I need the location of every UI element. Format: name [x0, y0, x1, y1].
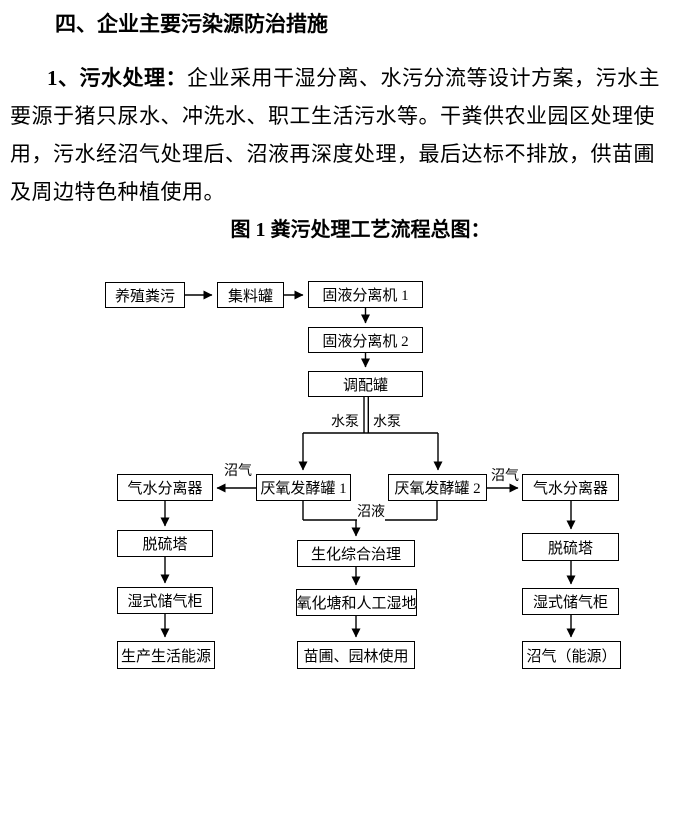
node-collection-tank: 集料罐 — [217, 282, 284, 308]
edge-label-slurry: 沼液 — [357, 501, 385, 521]
node-wet-gas-holder-right: 湿式储气柜 — [522, 588, 619, 615]
node-breeding-waste: 养殖粪污 — [105, 282, 185, 308]
node-nursery-garden-use: 苗圃、园林使用 — [297, 641, 415, 669]
edge-label-biogas-left: 沼气 — [224, 464, 252, 479]
node-biochemical-treatment: 生化综合治理 — [297, 540, 415, 567]
paragraph-line-3: 用，污水经沼气处理后、沼液再深度处理，最后达标不排放，供苗圃 — [10, 142, 655, 166]
node-blending-tank: 调配罐 — [308, 371, 423, 397]
figure-caption: 图 1 粪污处理工艺流程总图： — [230, 219, 491, 241]
paragraph-line-1: 1、污水处理：企业采用干湿分离、水污分流等设计方案，污水主 — [47, 62, 660, 92]
node-desulfurization-tower-left: 脱硫塔 — [117, 530, 213, 557]
node-biogas-energy: 沼气（能源） — [522, 641, 621, 669]
edge-label-biogas-right: 沼气 — [491, 469, 519, 484]
edge-label-pump-right: 水泵 — [373, 415, 401, 430]
node-solid-liquid-separator-1: 固液分离机 1 — [308, 281, 423, 308]
node-oxidation-pond-wetland: 氧化塘和人工湿地 — [296, 589, 417, 616]
node-wet-gas-holder-left: 湿式储气柜 — [117, 587, 213, 614]
node-solid-liquid-separator-2: 固液分离机 2 — [308, 327, 423, 353]
section-heading: 四、企业主要污染源防治措施 — [55, 12, 328, 36]
node-production-living-energy: 生产生活能源 — [117, 641, 215, 669]
node-gas-water-separator-left: 气水分离器 — [117, 474, 213, 501]
edge-label-pump-left: 水泵 — [331, 415, 359, 430]
node-anaerobic-fermenter-2: 厌氧发酵罐 2 — [388, 474, 487, 501]
paragraph-line-1-text: 企业采用干湿分离、水污分流等设计方案，污水主 — [187, 66, 660, 90]
paragraph-line-4: 及周边特色种植使用。 — [10, 180, 225, 204]
node-anaerobic-fermenter-1: 厌氧发酵罐 1 — [256, 474, 351, 501]
paragraph-line-2: 要源于猪只尿水、冲洗水、职工生活污水等。干粪供农业园区处理使 — [10, 104, 655, 128]
node-desulfurization-tower-right: 脱硫塔 — [522, 533, 619, 561]
node-gas-water-separator-right: 气水分离器 — [522, 474, 619, 501]
paragraph-lead-bold: 1、污水处理： — [47, 66, 187, 90]
